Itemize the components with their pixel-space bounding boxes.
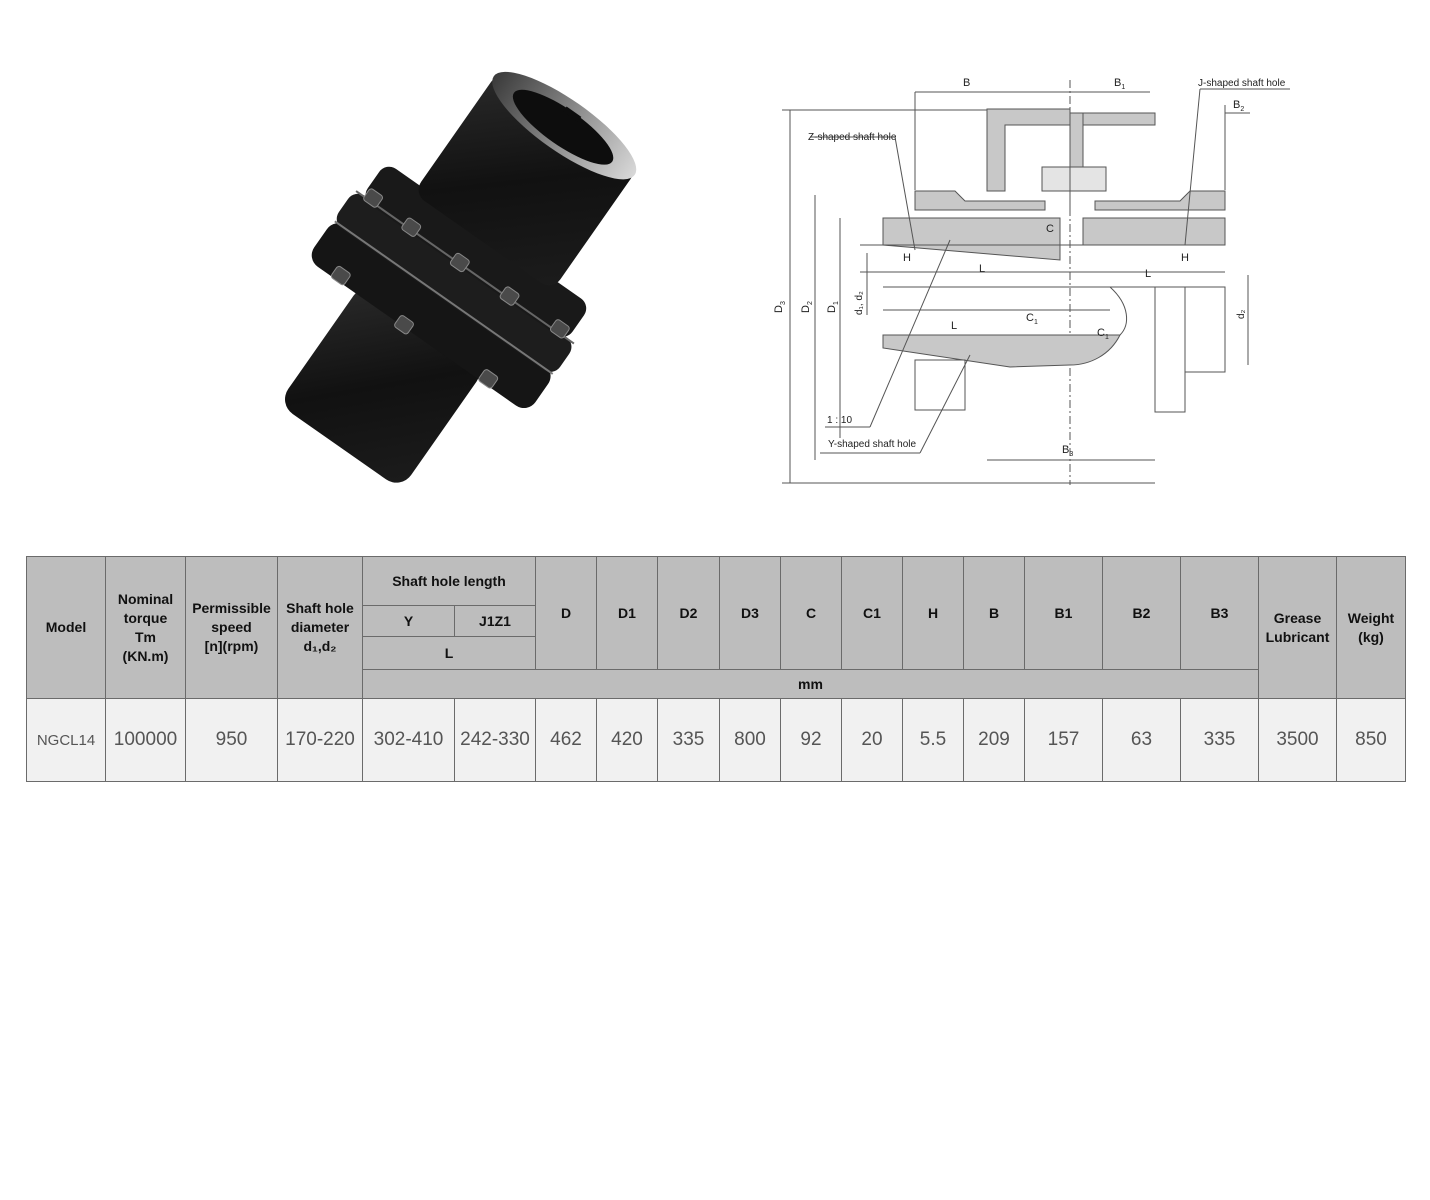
dim-B: B — [963, 77, 970, 89]
cell-B1: 157 — [1024, 698, 1103, 782]
product-photo — [250, 60, 650, 500]
dim-L-right: L — [1145, 268, 1151, 280]
table-row: NGCL14 100000 950 170-220 302-410 242-33… — [26, 698, 1406, 782]
dim-B2: B2 — [1233, 99, 1244, 113]
header-B3: B3 — [1180, 556, 1259, 670]
cell-y: 302-410 — [362, 698, 455, 782]
header-D: D — [535, 556, 597, 670]
header-model: Model — [26, 556, 106, 699]
cell-B3: 335 — [1180, 698, 1259, 782]
cell-grease: 3500 — [1258, 698, 1337, 782]
cell-D2: 335 — [657, 698, 720, 782]
dim-C1-left: C1 — [1026, 312, 1038, 326]
cell-model: NGCL14 — [26, 698, 106, 782]
cell-D: 462 — [535, 698, 597, 782]
header-D3: D3 — [719, 556, 781, 670]
dim-D3: D3 — [773, 301, 787, 313]
dim-C: C — [1046, 223, 1054, 235]
label-y-shaped-hole: Y-shaped shaft hole — [828, 439, 916, 450]
cell-H: 5.5 — [902, 698, 964, 782]
header-y: Y — [362, 605, 455, 637]
label-z-shaped-hole: Z-shaped shaft hole — [808, 132, 897, 143]
dim-C1-right: C1 — [1097, 327, 1109, 341]
cell-torque: 100000 — [105, 698, 186, 782]
cell-j1z1: 242-330 — [454, 698, 536, 782]
header-l: L — [362, 636, 536, 670]
header-D1: D1 — [596, 556, 658, 670]
header-B1: B1 — [1024, 556, 1103, 670]
dim-H-left: H — [903, 252, 911, 264]
taper-ratio: 1 : 10 — [827, 415, 852, 426]
cell-diameter: 170-220 — [277, 698, 363, 782]
dim-L-lower: L — [951, 320, 957, 332]
label-j-shaped-hole: J-shaped shaft hole — [1198, 78, 1286, 89]
cell-weight: 850 — [1336, 698, 1406, 782]
header-B: B — [963, 556, 1025, 670]
header-j1z1: J1Z1 — [454, 605, 536, 637]
header-H: H — [902, 556, 964, 670]
cell-speed: 950 — [185, 698, 278, 782]
dim-B1: B1 — [1114, 77, 1125, 91]
header-D2: D2 — [657, 556, 720, 670]
dim-L-upper: L — [979, 263, 985, 275]
header-B2: B2 — [1102, 556, 1181, 670]
dim-d1-d2: d₁, d₂ — [854, 291, 865, 315]
header-C1: C1 — [841, 556, 903, 670]
dim-B3: B3 — [1062, 444, 1073, 458]
dim-d2: d₂ — [1236, 309, 1247, 319]
cell-C1: 20 — [841, 698, 903, 782]
header-C: C — [780, 556, 842, 670]
technical-drawing: B B1 B2 B3 C C1 C1 H H L L L D3 D2 D1 d₁… — [770, 65, 1300, 490]
cell-C: 92 — [780, 698, 842, 782]
dim-D2: D2 — [800, 301, 814, 313]
header-unit-mm: mm — [362, 669, 1259, 699]
header-weight: Weight(kg) — [1336, 556, 1406, 699]
cell-B2: 63 — [1102, 698, 1181, 782]
header-shaft-hole-length: Shaft hole length — [362, 556, 536, 606]
cell-D3: 800 — [719, 698, 781, 782]
cell-B: 209 — [963, 698, 1025, 782]
dim-H-right: H — [1181, 252, 1189, 264]
dim-D1: D1 — [826, 301, 840, 313]
cell-D1: 420 — [596, 698, 658, 782]
